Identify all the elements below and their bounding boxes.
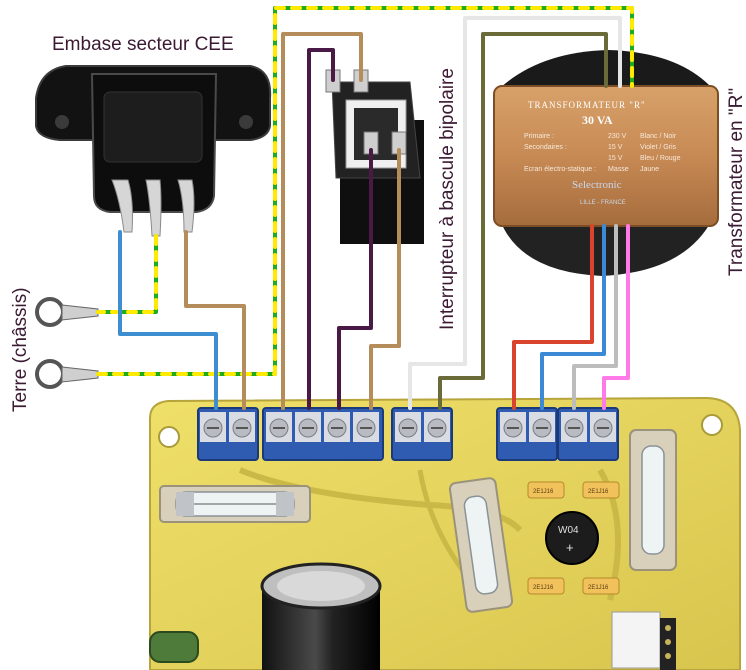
wire-switch-brown-2: [369, 148, 401, 410]
wire-primary-dark: [438, 32, 608, 410]
wire-secondary-grey: [572, 224, 618, 410]
mounting-hole: [158, 426, 180, 448]
fuse-holder-right: [629, 429, 677, 571]
wires: [96, 6, 634, 410]
ground-lug-top: [35, 297, 99, 327]
wire-secondary-blue: [540, 224, 606, 410]
wire-inlet-brown: [184, 230, 246, 410]
terminal-block-mains: [197, 407, 259, 461]
bridge-label: W04: [558, 525, 579, 536]
wire-switch-brown-1: [281, 32, 363, 410]
terminal-blocks: [197, 407, 619, 461]
fuse-holder-left: [159, 485, 311, 523]
transformer-row-volt: 230 V: [608, 133, 627, 140]
plus-icon: +: [566, 540, 574, 555]
connector-header: [611, 611, 676, 670]
terminal-block-primary: [391, 407, 453, 461]
transformer-brand: Selectronic: [572, 179, 622, 191]
wire-switch-purple-1: [307, 48, 335, 410]
transformer-row-volt: Masse: [608, 166, 629, 173]
bridge-rectifier: W04 +: [545, 511, 599, 565]
resistor-green: [149, 631, 199, 663]
transformer-row-wires: Jaune: [640, 166, 659, 173]
wire-switch-purple-2: [337, 148, 373, 410]
wire-secondary-pink: [602, 224, 630, 410]
label-mains-inlet: Embase secteur CEE: [52, 34, 234, 55]
capacitor-label: 2E1J16: [588, 489, 609, 495]
capacitor-label: 2E1J16: [533, 489, 554, 495]
transformer-row-name: Primaire :: [524, 133, 554, 140]
transformer-row-wires: Blanc / Noir: [640, 133, 677, 140]
wire-earth-inlet: [96, 234, 158, 314]
terminal-block-switch: [262, 407, 384, 461]
ground-lug-bottom: [35, 359, 99, 389]
terminal-block-secondary-2: [557, 407, 619, 461]
transformer-row-volt: 15 V: [608, 155, 623, 162]
capacitor-top-right: 2E1J16: [582, 481, 620, 499]
mains-inlet: [35, 65, 272, 237]
transformer-row-volt: 15 V: [608, 144, 623, 151]
transformer-row-wires: Bleu / Rouge: [640, 155, 681, 162]
transformer-power: 30 VA: [582, 113, 613, 127]
wire-inlet-blue: [118, 230, 218, 410]
transformer-row-name: Secondaires :: [524, 144, 567, 151]
transformer-title: TRANSFORMATEUR "R": [528, 100, 646, 110]
capacitor-bottom-right: 2E1J16: [582, 577, 620, 595]
label-transformer: Transformateur en "R": [726, 88, 746, 276]
capacitor-label: 2E1J16: [533, 585, 554, 591]
transformer-city: LILLE - FRANCE: [580, 200, 626, 206]
capacitor-top-left: 2E1J16: [527, 481, 565, 499]
electrolytic-capacitor: [260, 562, 382, 670]
fuse-holder-center: [448, 477, 514, 613]
mounting-hole: [701, 414, 723, 436]
capacitor-label: 2E1J16: [588, 585, 609, 591]
transformer-row-wires: Violet / Gris: [640, 144, 677, 151]
wire-primary-white: [408, 16, 622, 410]
terminal-block-secondary-1: [496, 407, 558, 461]
bipolar-rocker-switch: [325, 69, 424, 244]
label-switch: Interrupteur à bascule bipolaire: [437, 68, 458, 330]
transformer-row-name: Ecran électro-statique :: [524, 166, 596, 173]
wire-secondary-red: [512, 224, 594, 410]
capacitor-bottom-left: 2E1J16: [527, 577, 565, 595]
label-ground: Terre (châssis): [10, 287, 31, 412]
